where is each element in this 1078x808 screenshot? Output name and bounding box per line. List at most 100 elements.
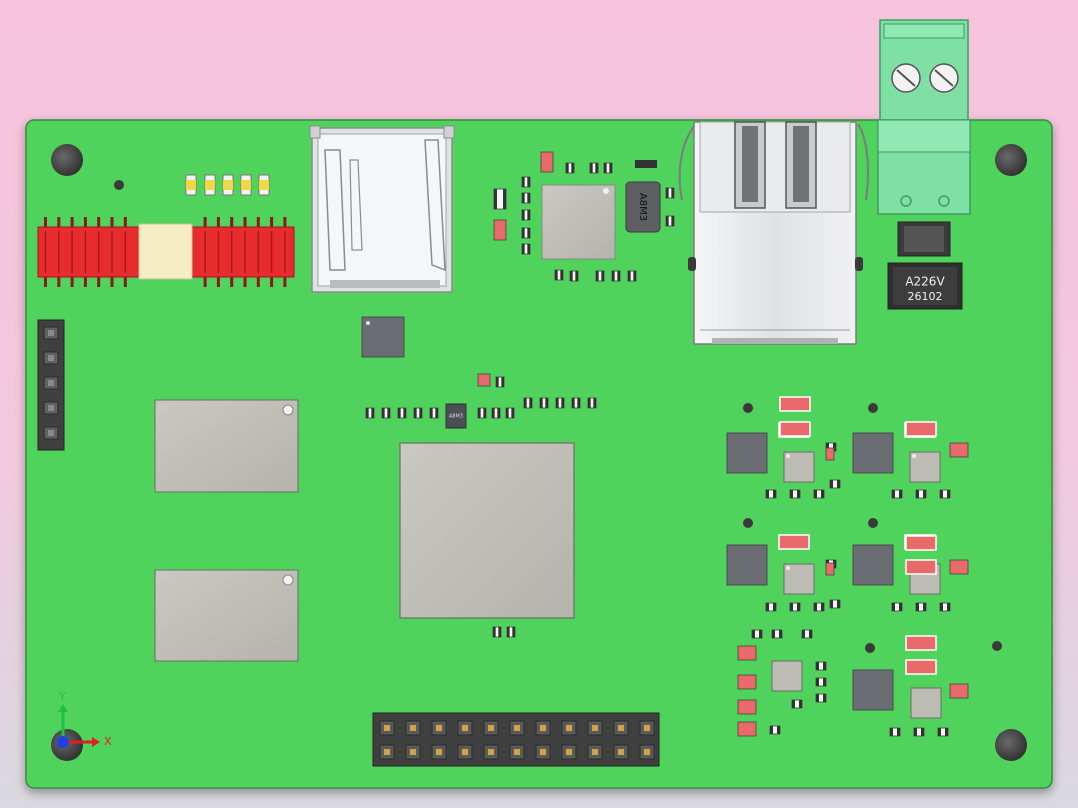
smd-pad	[382, 408, 385, 418]
rj45-led-right	[793, 126, 809, 202]
smd-pad	[494, 189, 497, 209]
smd-pad	[666, 188, 669, 198]
smd-pad	[790, 490, 793, 498]
terminal-pin	[900, 195, 912, 207]
connector-pin	[256, 277, 260, 287]
smd-pad	[759, 630, 762, 638]
screw-slot	[934, 69, 954, 87]
terminal-base-top	[877, 119, 971, 153]
crystal-pad	[635, 160, 657, 168]
status-led-lens	[205, 180, 215, 190]
power-inductor	[771, 660, 803, 692]
buck-converter-ic	[852, 669, 894, 711]
pin1-marker	[282, 574, 294, 586]
gpio-pin-tip	[488, 725, 494, 731]
gpio-pin-tip	[566, 725, 572, 731]
power-inductor	[625, 181, 661, 233]
axis-x-arrow	[92, 737, 100, 747]
smd-pad	[617, 271, 620, 281]
sd-slot-tab	[443, 125, 455, 139]
tvs-diode-marking-2: 26102	[908, 290, 943, 303]
smd-pad	[419, 408, 422, 418]
smd-pad	[899, 603, 902, 611]
status-led-lens	[241, 180, 251, 190]
gpio-pin-tip	[384, 749, 390, 755]
connector-pin	[203, 277, 207, 287]
smd-pad	[527, 210, 530, 220]
smd-pad	[612, 271, 615, 281]
smd-pad	[556, 398, 559, 408]
smd-pad	[414, 408, 417, 418]
terminal-pin	[938, 195, 950, 207]
axis-z-dot	[57, 736, 69, 748]
smd-pad	[823, 694, 826, 702]
rj45-shield-clip	[857, 123, 869, 201]
gpio-pin-tip	[436, 749, 442, 755]
smd-pad	[826, 443, 829, 451]
smd-pad	[770, 726, 773, 734]
smd-pad	[527, 193, 530, 203]
sd-slot-contact	[349, 159, 363, 251]
gpio-pin-tip	[436, 725, 442, 731]
smd-pad	[897, 728, 900, 736]
gpio-pin-tip	[514, 725, 520, 731]
gpio-pin-tip	[618, 749, 624, 755]
smd-pad	[522, 228, 525, 238]
ethernet-phy-block: A8M3	[541, 160, 661, 260]
smd-pad	[527, 228, 530, 238]
axis-triad: X Y	[57, 690, 112, 748]
inductor-marking: A8M3	[637, 193, 648, 221]
rj45-led-left	[742, 126, 758, 202]
screw-terminal-block	[877, 19, 971, 215]
smd-pad	[816, 694, 819, 702]
connector-pin	[243, 217, 247, 227]
status-led-lens	[223, 180, 233, 190]
smd-pad	[498, 627, 501, 637]
tvs-diode-body	[893, 267, 957, 305]
gpio-pin-tip	[644, 749, 650, 755]
smd-pad	[772, 630, 775, 638]
power-regulator-section	[726, 396, 942, 719]
smd-pad	[773, 603, 776, 611]
smd-pad	[797, 603, 800, 611]
via-hole	[114, 180, 124, 190]
smd-capacitor	[778, 534, 810, 550]
smd-pad	[823, 662, 826, 670]
smd-pad	[560, 270, 563, 280]
smd-capacitor	[905, 535, 937, 551]
smd-pad	[595, 163, 598, 173]
smd-pad	[435, 408, 438, 418]
connector-pin	[123, 217, 127, 227]
smd-pad	[752, 630, 755, 638]
smd-pad	[522, 193, 525, 203]
gpio-pin-tip	[592, 749, 598, 755]
pin1-marker	[912, 454, 916, 458]
connector-pin	[110, 217, 114, 227]
crystal-marking: A8M3	[449, 414, 463, 420]
smd-pad	[566, 163, 569, 173]
gpio-pin-tip	[592, 725, 598, 731]
sd-slot-tab	[309, 125, 321, 139]
smd-pad	[792, 700, 795, 708]
smd-pad	[766, 603, 769, 611]
connector-pin	[97, 277, 101, 287]
smd-pad	[779, 630, 782, 638]
smd-pad	[507, 627, 510, 637]
smd-passive	[737, 721, 757, 737]
crystal-oscillator	[445, 403, 467, 429]
smd-passive	[949, 442, 969, 458]
smd-passive	[949, 559, 969, 575]
smd-pad	[773, 490, 776, 498]
header-pin-tip	[48, 380, 54, 386]
smd-pad	[916, 603, 919, 611]
pin1-marker	[786, 566, 790, 570]
smd-pad	[809, 630, 812, 638]
connector-pin	[83, 277, 87, 287]
smd-pad	[816, 662, 819, 670]
axis-y-arrow	[58, 704, 68, 712]
smd-pad	[590, 163, 593, 173]
smd-capacitor	[905, 659, 937, 675]
terminal-top-ridge	[883, 23, 965, 39]
gpio-pin-tip	[644, 725, 650, 731]
